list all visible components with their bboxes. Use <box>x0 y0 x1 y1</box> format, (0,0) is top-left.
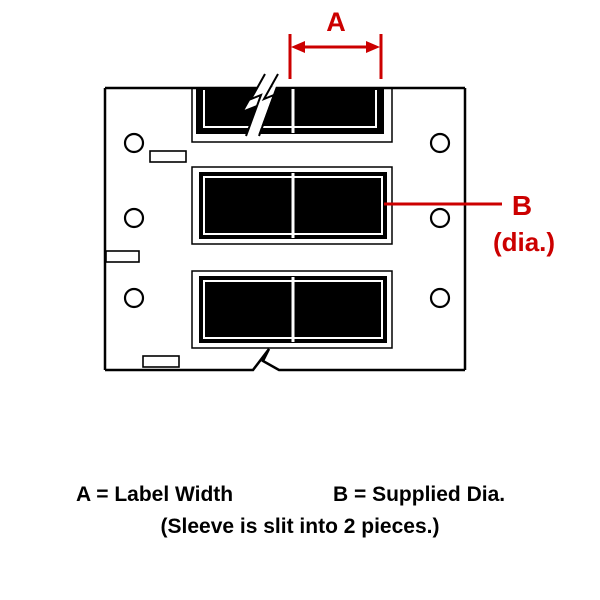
feed-hole-right-top <box>429 132 451 154</box>
dimension-a-arrowhead-left <box>291 41 305 53</box>
break-tear-top-edge-left <box>245 73 266 137</box>
feed-hole-left-top <box>123 132 145 154</box>
feed-hole-left-bottom <box>123 287 145 309</box>
notch-slots <box>105 150 187 368</box>
legend-note: (Sleeve is slit into 2 pieces.) <box>161 515 440 538</box>
feed-hole-right-bottom <box>429 287 451 309</box>
break-tear-top <box>244 71 279 138</box>
notch-slot-middle <box>105 250 140 263</box>
dimension-a-label: A <box>326 7 346 37</box>
feed-holes <box>123 132 451 309</box>
break-tear-top-gap <box>244 71 277 138</box>
carrier-border-bottom-with-break <box>105 348 465 372</box>
dimension-a <box>288 34 383 79</box>
sleeve-bottom-diecut-outline <box>191 270 393 349</box>
feed-hole-right-middle <box>429 207 451 229</box>
legend-a-definition: A = Label Width <box>76 483 233 506</box>
feed-hole-left-middle <box>123 207 145 229</box>
dimension-b-sub-label: (dia.) <box>493 227 555 257</box>
dimension-b-label: B <box>512 190 532 221</box>
break-tear-top-edge-right <box>258 73 279 137</box>
sleeve-middle <box>191 166 393 245</box>
sleeve-top <box>191 87 393 143</box>
legend-b-definition: B = Supplied Dia. <box>333 483 505 506</box>
notch-slot-bottom <box>142 355 180 368</box>
sleeve-bottom <box>191 270 393 349</box>
notch-slot-top <box>149 150 187 163</box>
sleeve-top-inner-trace <box>203 90 377 128</box>
dimension-a-arrowhead-right <box>366 41 380 53</box>
